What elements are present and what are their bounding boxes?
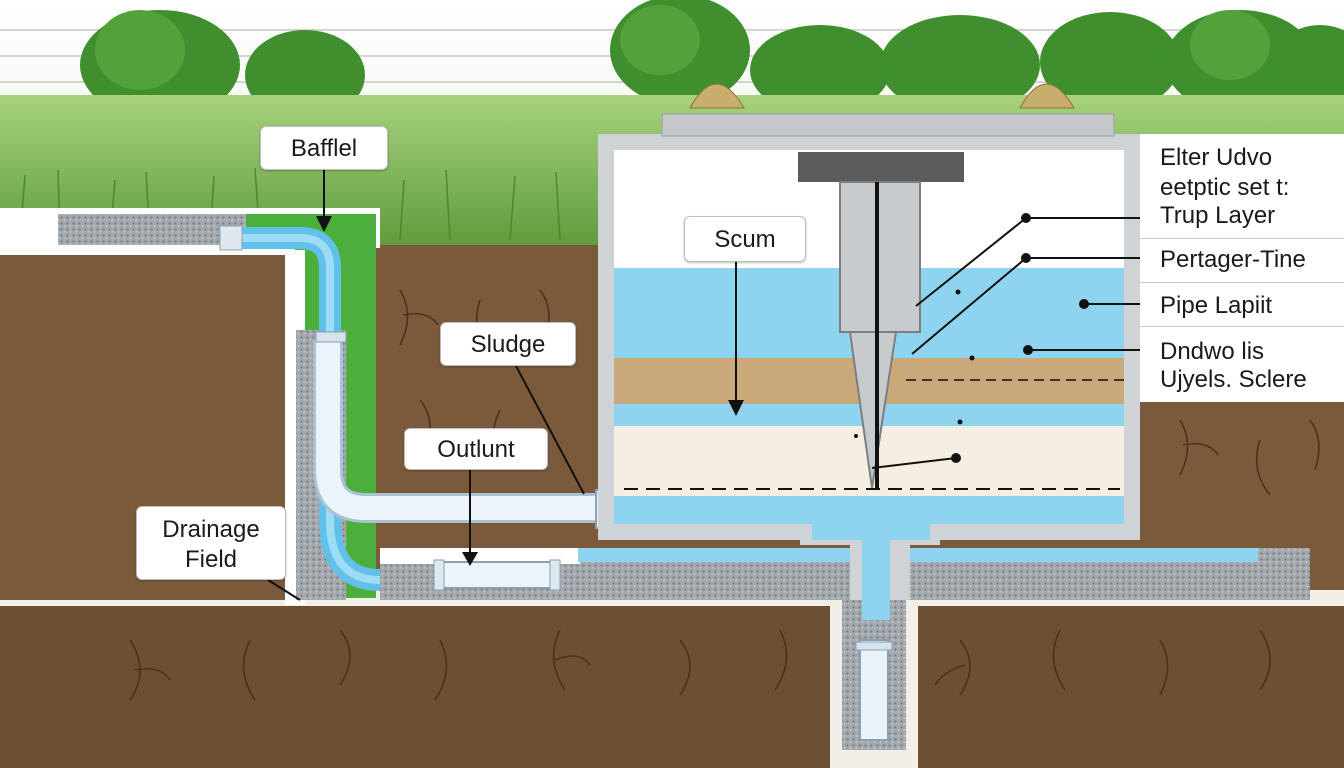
outlet-pipe: [316, 340, 600, 520]
arrow-heads: [316, 216, 744, 566]
bottom-water: [614, 496, 1124, 524]
scum-label: Scum: [684, 216, 806, 262]
side-legend-line-4: Pertager-Tine: [1160, 246, 1306, 273]
side-legend-divider-1: [1140, 238, 1344, 239]
trees: [80, 0, 1344, 120]
side-legend-panel: Elter Udvo eetptic set t: Trup Layer Per…: [1140, 134, 1344, 402]
tank-outlet-water: [812, 524, 930, 620]
outlet-pipe-collar: [315, 331, 347, 343]
inlet-gravel: [58, 214, 248, 248]
leader-dots: [854, 213, 1089, 463]
shaft-pipe-collar: [855, 641, 893, 651]
side-legend-divider-2: [1140, 282, 1344, 283]
mound-left: [689, 83, 745, 109]
side-legend-line-7: Ujyels. Sclere: [1160, 366, 1307, 393]
drainage-label-line1: Drainage: [162, 516, 260, 543]
baffle-cone: [848, 331, 898, 489]
blue-pipe-highlight: [222, 234, 430, 584]
outlet-label-text: Outlunt: [437, 436, 515, 463]
mound-right: [1019, 83, 1075, 109]
baffle-label-text: Bafflel: [290, 135, 358, 162]
drainage-label-line2: Field: [184, 546, 238, 573]
scum-label-text: Scum: [714, 226, 776, 253]
shaft-pipe: [859, 639, 889, 741]
side-legend-line-3: Trup Layer: [1160, 202, 1276, 229]
baffle-cap: [798, 152, 964, 182]
baffle-tube: [839, 181, 921, 333]
lower-pipe: [437, 561, 557, 589]
inlet-cap: [219, 225, 243, 251]
lower-pipe-cap-right: [549, 559, 561, 591]
tank-lid: [661, 113, 1115, 137]
baffle-label: Bafflel: [260, 126, 388, 170]
side-legend-line-2: eetptic set t:: [1160, 174, 1290, 201]
drainage-field-label: Drainage Field: [136, 506, 286, 580]
side-legend-line-6: Dndwo lis: [1160, 338, 1265, 365]
side-legend-divider-3: [1140, 326, 1344, 327]
outlet-label: Outlunt: [404, 428, 548, 470]
deep-soil: [0, 600, 1344, 768]
gravel-bed-water: [578, 548, 1258, 562]
sludge-label: Sludge: [440, 322, 576, 366]
side-legend-line-5: Pipe Lapiit: [1160, 292, 1273, 319]
sludge-label-text: Sludge: [470, 331, 546, 358]
lower-pipe-cap-left: [433, 559, 445, 591]
leader-lines: [267, 170, 1140, 601]
gravel-bed-top-left: [380, 548, 580, 564]
side-legend-line-1: Elter Udvo: [1160, 144, 1273, 171]
